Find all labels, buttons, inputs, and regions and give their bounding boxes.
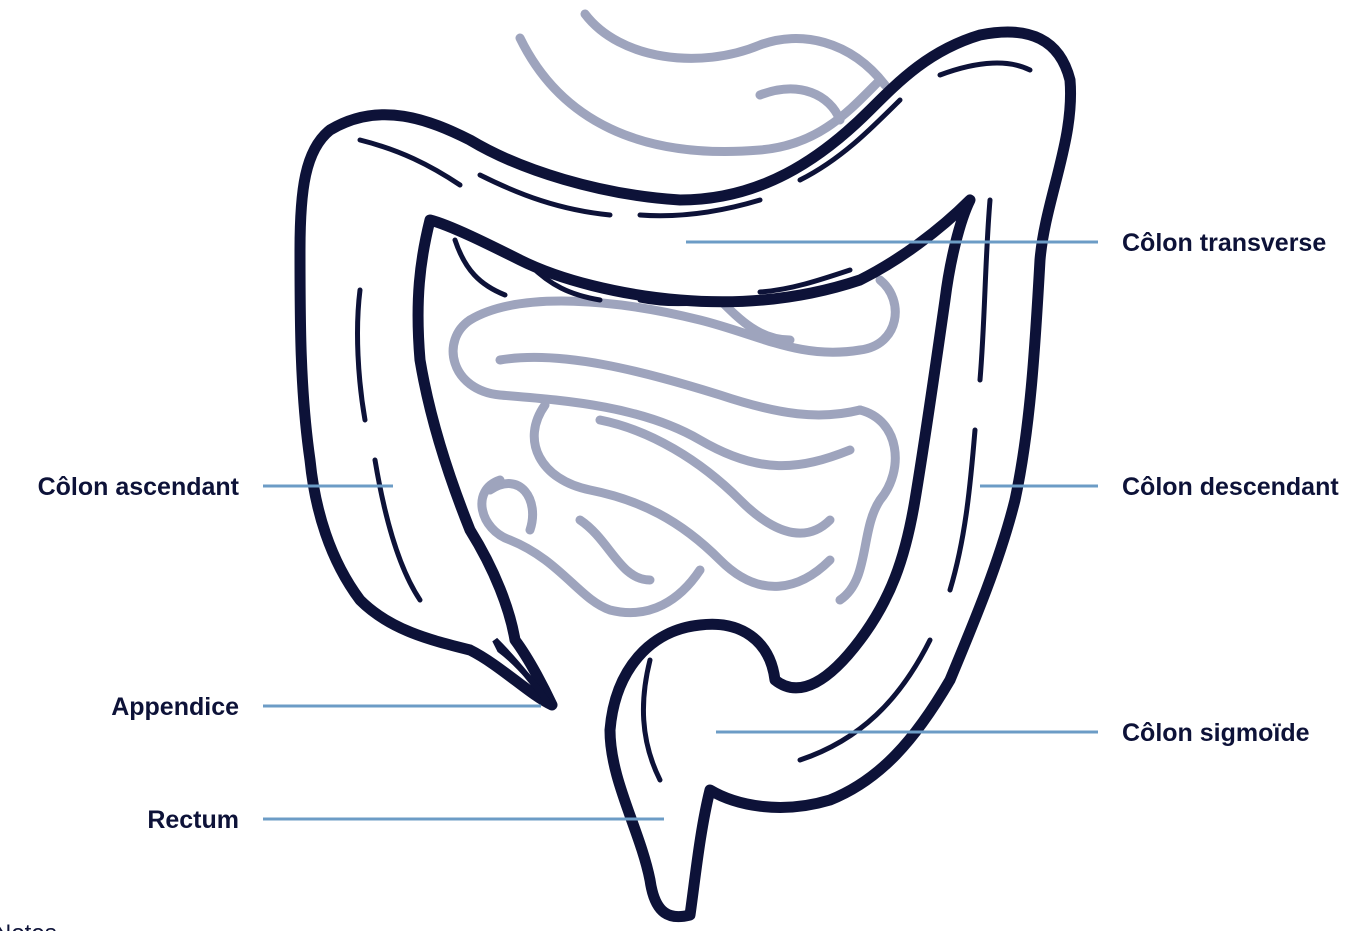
notes-heading: Notes: [0, 920, 57, 931]
label-colon-sigmoid: Côlon sigmoïde: [1122, 719, 1310, 747]
label-colon-ascending: Côlon ascendant: [38, 473, 240, 501]
colon-body: [300, 32, 1071, 917]
label-colon-descending: Côlon descendant: [1122, 473, 1339, 501]
label-colon-transverse: Côlon transverse: [1122, 229, 1326, 257]
small-intestine: [453, 14, 895, 613]
label-appendix: Appendice: [111, 693, 239, 721]
large-intestine: [300, 32, 1071, 917]
label-rectum: Rectum: [147, 806, 239, 834]
